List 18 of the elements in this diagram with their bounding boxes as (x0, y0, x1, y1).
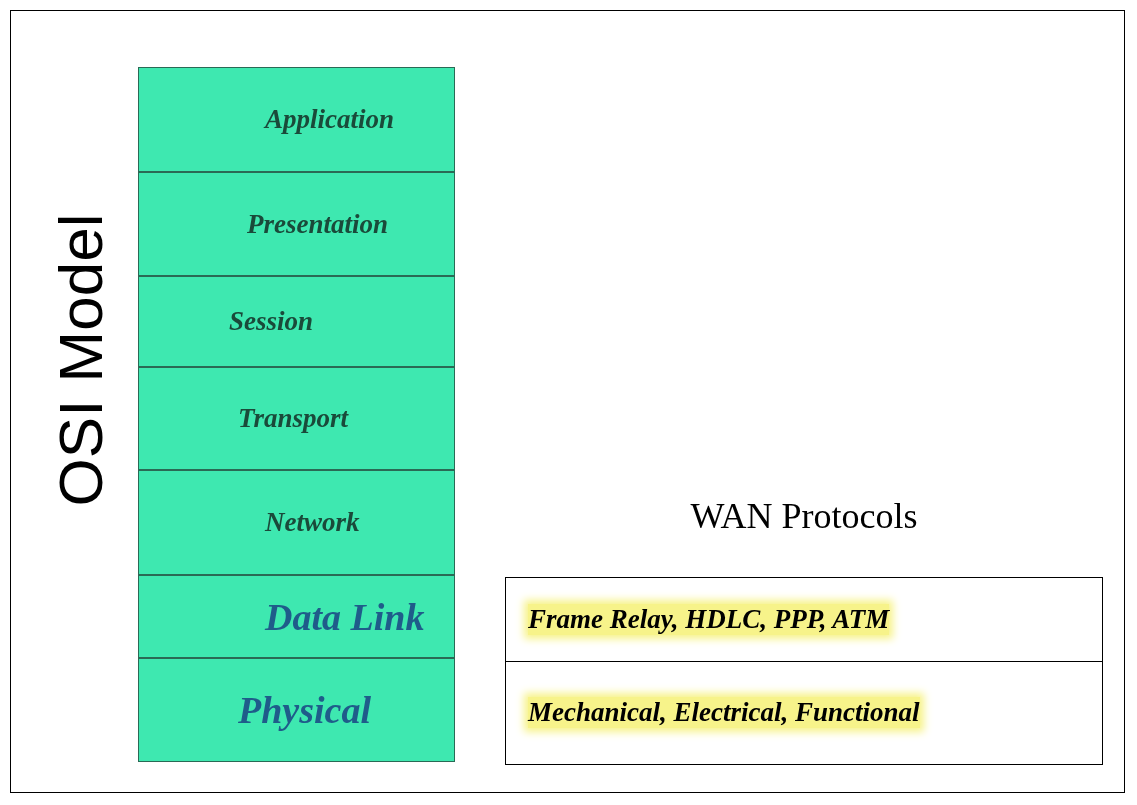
layer-label: Application (265, 104, 394, 135)
layer-label: Session (229, 306, 314, 337)
layer-box (138, 658, 455, 762)
protocol-text: Mechanical, Electrical, Functional (528, 697, 920, 728)
layer-label: Data Link (265, 594, 425, 639)
vertical-title: OSI Model (44, 213, 116, 507)
layer-label: Network (265, 507, 360, 538)
layer-box (138, 367, 455, 470)
layer-box (138, 470, 455, 575)
layer-label: Presentation (247, 208, 388, 240)
layer-box (138, 276, 455, 367)
layer-box (138, 67, 455, 172)
protocol-text: Frame Relay, HDLC, PPP, ATM (528, 604, 890, 635)
layer-box (138, 172, 455, 276)
table-heading: WAN Protocols (689, 495, 919, 537)
layer-label: Physical (238, 688, 371, 732)
layer-label: Transport (238, 403, 349, 434)
layer-box (138, 575, 455, 658)
